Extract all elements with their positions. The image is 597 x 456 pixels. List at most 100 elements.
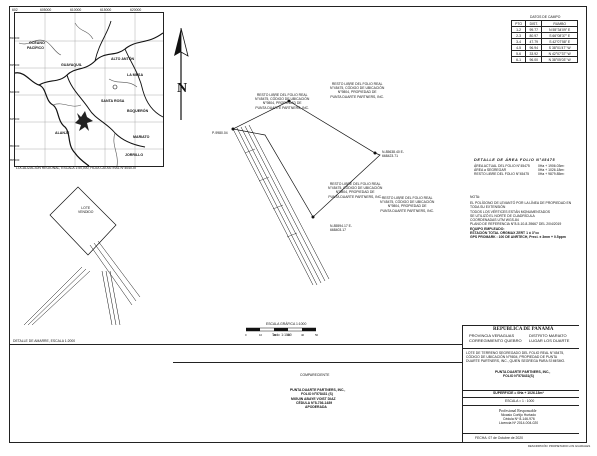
title-block-description [463,348,579,391]
resto-top-line: N°9804, PROPIEDAD DE [337,90,377,95]
notes-line: TODOS LOS VÉRTICES ESTÁN MONUMENTADOS [470,210,551,214]
map-grid-left-5: 855000 [10,158,20,162]
map-label-alto-anton: ALTO ANTÓN [111,57,135,61]
notes-line: COORDENADAS UTM WGS-84 [470,218,519,222]
table-cell: N 38°05'03" W [541,56,578,63]
map-grid-top-2: 615000 [100,8,112,12]
description-line: DUARTE PARTNERS, INC., QUIEN SEGREGA PAR… [466,359,566,363]
area-title: DETALLE DE ÁREA FOLIO N°45475 [474,158,556,162]
drawing-date: FECHA: 07 de Octubre de 2020 [475,436,524,440]
notes-line: PLANO DE REFERENCIA N°8-5-10-8-39667 DEL… [470,222,562,226]
map-grid-left-4: 850000 [10,144,20,148]
map-grid-left-2: 840000 [10,90,20,94]
approval-line: APODERADA [305,405,327,409]
resto-top-line: RESTO LIBRE DEL FOLIO REAL [331,82,383,86]
scale-bar-caption: Todo: 1:1000 [272,333,292,337]
area-line-1-value: 0Ha + 1026.18m² [538,168,565,172]
notes-bold-line: GPS PROMARK : 100 DE ANRTECH, Preci. ± 3… [470,235,566,239]
corregimiento: CORREGIMIENTO QUEBRO [469,338,522,343]
map-grid-top-0: 605000 [40,8,52,12]
resto-mid-line: RESTO LIBRE DEL FOLIO REAL [329,182,381,186]
footer-code: DESCRIPCIÓN: PROPIETARIO LOS GUADALES [528,444,591,448]
location-map: OCÉANO PACÍFICO GUAYAQUIL ALTO ANTÓN LA … [14,12,164,167]
map-label-boqueron: BOQUERÓN [127,109,149,113]
map-label-guayaquil: GUAYAQUIL [61,63,82,67]
coord-right: N-85638.40 E-668423.71 [382,150,405,159]
resto-low-line: RESTO LIBRE DEL FOLIO REAL [381,196,433,200]
map-label-ocean: OCÉANO [29,41,45,45]
resto-top-line: PUNTA DUARTE PARTNERS, INC. [330,94,384,99]
scale: ESCALA = 1 : 1000 [505,399,535,403]
detail-drawing [23,186,141,325]
north-label: N [177,81,188,96]
resto-low-line: N°45475, CÓDIGO DE UBICACIÓN [380,200,435,205]
owner-folio: FOLIO N°578431(S) [503,374,534,378]
approval-heading: COMPARECIENTE [300,373,330,377]
map-grid-left-1: 835000 [10,63,20,67]
area-line-2-label: RESTO LIBRE DEL FOLIO N°45475 [474,172,530,176]
coord-bottom: N-85594.17 E-668403.17 [330,224,353,233]
resto-mid-line: PUNTA DUARTE PARTNERS, INC. [328,194,382,199]
resto-mid-line: N°45475, CÓDIGO DE UBICACIÓN [328,186,383,191]
scale-bar-tick: 0 [245,333,247,337]
area-line-2-value: 0Ha + 9879.85m² [538,172,565,176]
description-line: CÓDIGO DE UBICACIÓN N°9804, PROPIEDAD DE… [466,355,558,359]
drawing-sheet [9,6,587,443]
professional-line: Profesional Responsable [499,409,537,413]
title-block: REPÚBLICA DE PANAMÁ PROVINCIA VERAGUAS D… [462,325,579,443]
resto-left-line: PUNTA DUARTE PARTNERS, INC. [255,105,309,110]
area-line-0-value: 0Ha + 1906.03m² [538,164,565,168]
title-block-surface [463,390,579,398]
owner-name: PUNTA DUARTE PARTNERS, INC., [495,370,551,374]
title-block-location [463,326,579,349]
north-arrow-icon [174,28,189,120]
coord-left: P-9980.04 [212,131,228,135]
caption-divider [10,344,462,345]
place: LUGAR LOS DUARTE [529,338,570,343]
corner-code: 602 [12,8,18,12]
area-line-0-label: ÁREA ACTUAL DEL FOLIO N°45475 [474,164,530,168]
map-grid-left-0: 830000 [10,36,20,40]
approval-line: PUNTA DUARTE PARTNERS, INC., [290,388,346,392]
resto-label-mid: RESTO LIBRE DEL FOLIO REAL N°45475, CÓDI… [328,182,382,199]
description-line: LOTE DE TERRENO SEGREGADO DEL FOLIO REAL… [466,351,565,355]
approval-line: MIGUIN ABAYE VOIST DIAZ [291,397,336,401]
map-grid-top-1: 610000 [70,8,82,12]
professional-line: Cédula Nº 8-146-976 [503,417,535,421]
table-cell: 6-1 [510,56,527,63]
map-label-santa-rosa: SANTA ROSA [101,99,125,103]
location-map-drawing [15,13,163,166]
resto-label-top: RESTO LIBRE DEL FOLIO REAL N°45475, CÓDI… [330,82,384,99]
resto-mid-line: N°9804, PROPIEDAD DE [335,190,375,195]
scale-bar-tick: 20 [273,333,277,337]
map-label-mariato: MARIATO [133,135,150,139]
lote-detail-text: LOTE VENDIDO [78,206,94,215]
scale-bar [246,327,316,332]
professional-line: Licencia Nº 2014-004-020 [499,421,539,425]
district: DISTRITO MARIATO [529,333,567,338]
scale-bar-tick: 10 [259,333,263,337]
scale-bar-tick: 50 [315,333,319,337]
scale-bar-tick: 30 [287,333,291,337]
resto-top-line: N°45475, CÓDIGO DE UBICACIÓN [330,86,385,91]
resto-low-line: N°9804, PROPIEDAD DE [387,204,427,209]
map-grid-top-3: 620000 [130,8,142,12]
map-grid-left-3: 845000 [10,117,20,121]
approval-line: CÉDULA N°8-736-1489 [296,401,333,405]
notes-title: NOTA: [470,195,481,199]
resto-left-line: N°9804, PROPIEDAD DE [262,101,302,106]
map-label-alanje: ALANJE [55,131,70,135]
notes-bold-line: EQUIPO EMPLEADO: [470,227,505,231]
resto-label-low: RESTO LIBRE DEL FOLIO REAL N°45475, CÓDI… [380,196,434,213]
province: PROVINCIA VERAGUAS [469,333,515,338]
survey-table-title: DATOS DE CAMPO [530,15,561,19]
surface: SUPERFICIE = 0Ha + 1026.18m² [493,391,544,395]
area-line-1-label: ÁREA a SEGREGAR [474,168,507,172]
notes-line: EL POLÍGONO DE LEVANTÓ POR LA LÍNEA DE P… [470,201,572,205]
lote-detail-label: LOTE VENDIDO [78,206,93,214]
resto-left-line: N°45475, CÓDIGO DE UBICACIÓN [255,97,310,102]
approval-divider [173,362,462,363]
notes-line: TODA SU EXTENSIÓN [470,205,506,209]
